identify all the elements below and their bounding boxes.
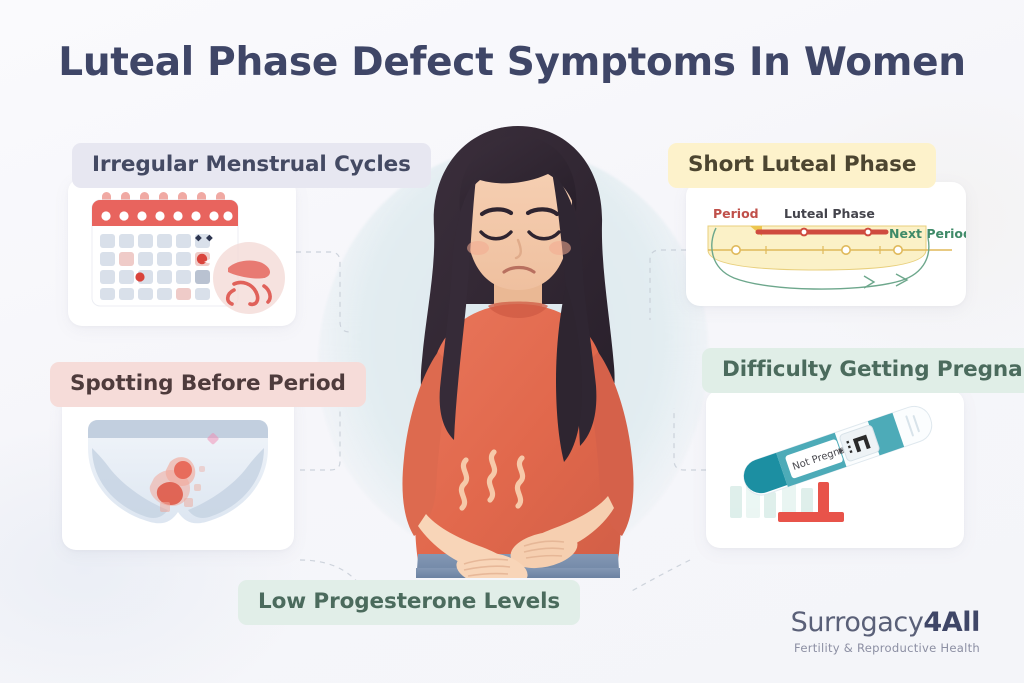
symptom-chip-low-progesterone-levels[interactable]: Low Progesterone Levels	[238, 580, 581, 625]
logo-tagline: Fertility & Reproductive Health	[794, 641, 980, 656]
pregnancy-test-card: Not Pregnant	[706, 390, 964, 548]
luteal-phase-timeline: Period Luteal Phase Next Period	[707, 206, 966, 290]
symptom-chip-irregular-menstrual-cycles[interactable]: Irregular Menstrual Cycles	[72, 143, 431, 188]
symptom-label: Short Luteal Phase	[688, 152, 917, 177]
label-luteal-phase: Luteal Phase	[784, 206, 875, 221]
symptom-label: Low Progesterone Levels	[258, 589, 561, 614]
symptom-chip-short-luteal-phase[interactable]: Short Luteal Phase	[668, 143, 937, 188]
logo-brand-part2: 4All	[923, 607, 980, 639]
label-next-period: Next Period	[889, 226, 966, 241]
label-period: Period	[713, 206, 759, 221]
symptom-label: Difficulty Getting Pregnant	[722, 357, 1024, 382]
symptom-label: Irregular Menstrual Cycles	[92, 152, 411, 177]
symptom-label: Spotting Before Period	[70, 371, 346, 396]
pregnancy-test-stick: Not Pregnant	[730, 405, 933, 522]
logo-wordmark: Surrogacy4All	[790, 607, 981, 639]
calendar-illustration-card	[68, 178, 296, 326]
spotting-illustration-card	[62, 392, 294, 550]
luteal-phase-card: Period Luteal Phase Next Period	[686, 182, 966, 306]
symptom-chip-spotting-before-period[interactable]: Spotting Before Period	[50, 362, 366, 407]
page-title: Luteal Phase Defect Symptoms In Women	[58, 40, 966, 85]
spotting-underwear	[88, 420, 268, 524]
logo-brand-part1: Surrogacy	[790, 607, 924, 639]
symptom-chip-difficulty-getting-pregnant[interactable]: Difficulty Getting Pregnant	[702, 348, 1024, 393]
menstrual-calendar	[91, 192, 285, 314]
woman-with-abdominal-pain	[402, 126, 634, 578]
brand-logo[interactable]: Surrogacy4All Fertility & Reproductive H…	[790, 607, 981, 656]
